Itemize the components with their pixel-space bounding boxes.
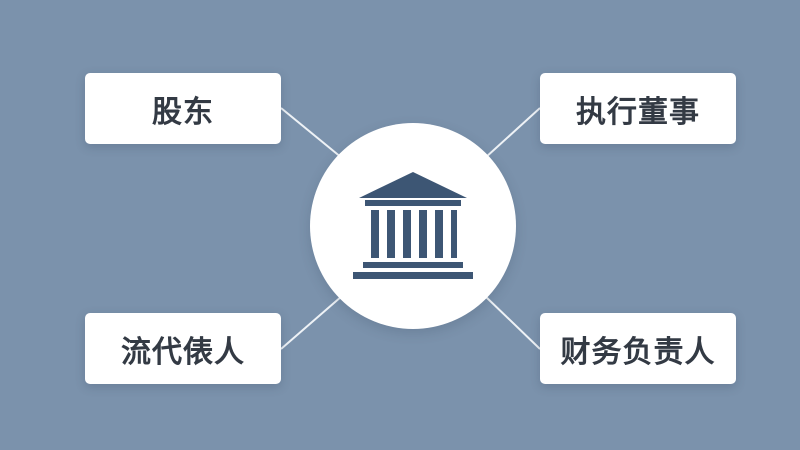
- center-hub: [310, 123, 516, 329]
- node-label: 执行董事: [576, 94, 700, 130]
- node-label: 财务负责人: [560, 334, 716, 370]
- node-label: 股东: [152, 94, 214, 130]
- bank-building-icon: [353, 172, 473, 279]
- node-legal-representative: 流代俵人: [85, 313, 281, 384]
- connector-top-right: [484, 107, 541, 159]
- node-label: 流代俵人: [121, 334, 245, 370]
- node-shareholder: 股东: [85, 73, 281, 144]
- node-finance-manager: 财务负责人: [540, 313, 736, 384]
- node-executive-director: 执行董事: [540, 73, 736, 144]
- connector-top-left: [280, 107, 343, 159]
- connector-bottom-left: [280, 295, 343, 350]
- connector-bottom-right: [484, 295, 541, 350]
